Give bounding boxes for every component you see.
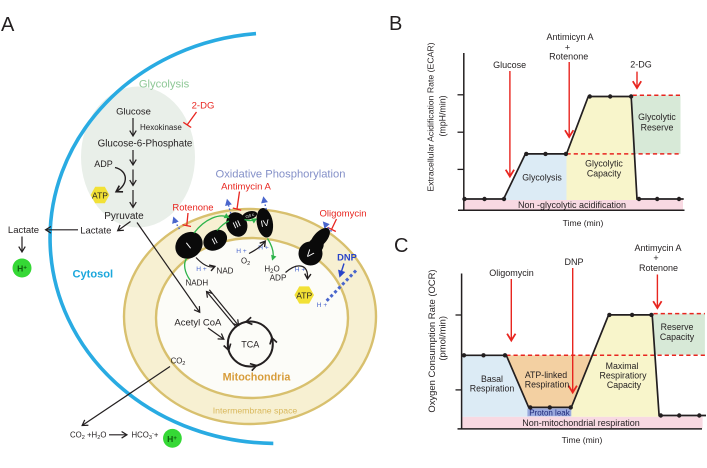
svg-text:H+: H+ bbox=[17, 264, 27, 274]
svg-text:Oxidative Phosphorylation: Oxidative Phosphorylation bbox=[216, 169, 346, 181]
svg-text:Capacity: Capacity bbox=[607, 380, 642, 390]
svg-text:O2: O2 bbox=[241, 257, 250, 267]
svg-text:(pmol/min): (pmol/min) bbox=[438, 316, 449, 361]
svg-text:ATP: ATP bbox=[92, 191, 108, 201]
svg-text:H +: H + bbox=[236, 248, 247, 255]
svg-text:Extracellular Acidification Ra: Extracellular Acidification Rate (ECAR) bbox=[426, 42, 436, 191]
svg-text:Oligomycin: Oligomycin bbox=[320, 209, 367, 220]
svg-text:Respiratiory: Respiratiory bbox=[600, 371, 648, 381]
svg-text:H2O: H2O bbox=[264, 265, 279, 276]
svg-text:Basal: Basal bbox=[481, 374, 503, 384]
svg-text:Glycolysis: Glycolysis bbox=[522, 173, 562, 183]
svg-text:CO2 +H2O: CO2 +H2O bbox=[70, 431, 106, 441]
svg-text:Rotenone: Rotenone bbox=[639, 263, 678, 273]
svg-text:A: A bbox=[1, 14, 15, 36]
svg-text:2-DG: 2-DG bbox=[630, 60, 652, 70]
svg-text:+: + bbox=[565, 43, 570, 53]
svg-text:DNP: DNP bbox=[564, 257, 583, 267]
svg-text:Lactate: Lactate bbox=[8, 225, 39, 236]
svg-text:Pyruvate: Pyruvate bbox=[104, 211, 144, 222]
svg-text:Proton leak: Proton leak bbox=[529, 409, 570, 418]
svg-text:ADP: ADP bbox=[270, 274, 287, 283]
svg-text:II: II bbox=[210, 235, 219, 246]
svg-text:Mitochondria: Mitochondria bbox=[223, 372, 292, 384]
svg-text:ADP: ADP bbox=[94, 159, 113, 169]
svg-text:Glycolysis: Glycolysis bbox=[139, 79, 190, 91]
svg-text:NADH: NADH bbox=[185, 279, 208, 288]
svg-text:NAD: NAD bbox=[217, 267, 234, 276]
svg-text:Cytosol: Cytosol bbox=[72, 269, 113, 281]
svg-text:Time (min): Time (min) bbox=[563, 218, 604, 228]
svg-text:H +: H + bbox=[317, 302, 328, 309]
svg-text:cyt c: cyt c bbox=[245, 212, 256, 219]
svg-text:TCA: TCA bbox=[241, 339, 259, 349]
svg-text:H+: H+ bbox=[167, 434, 177, 444]
svg-text:Lactate: Lactate bbox=[80, 226, 111, 237]
svg-text:Antimycin A: Antimycin A bbox=[634, 243, 681, 253]
svg-text:ATP-linked: ATP-linked bbox=[525, 370, 567, 380]
svg-text:C: C bbox=[394, 235, 408, 257]
svg-text:Hexokinase: Hexokinase bbox=[140, 123, 182, 132]
svg-text:Glycolytic: Glycolytic bbox=[585, 159, 623, 169]
svg-text:Oxygen Consumption Rate (OCR): Oxygen Consumption Rate (OCR) bbox=[427, 269, 438, 412]
svg-text:Non -glycolytic acidification: Non -glycolytic acidification bbox=[518, 200, 626, 210]
svg-text:Glucose: Glucose bbox=[493, 60, 526, 70]
svg-text:Time (min): Time (min) bbox=[562, 435, 603, 445]
svg-text:III: III bbox=[231, 218, 242, 230]
svg-text:(mpH/min): (mpH/min) bbox=[438, 95, 448, 136]
svg-text:B: B bbox=[389, 13, 402, 35]
svg-text:I: I bbox=[185, 241, 194, 251]
svg-text:Maximal: Maximal bbox=[606, 361, 639, 371]
svg-text:H +: H + bbox=[196, 266, 207, 273]
svg-text:H +: H + bbox=[258, 245, 269, 252]
svg-text:HCO3-+: HCO3-+ bbox=[132, 431, 159, 441]
svg-text:DNP: DNP bbox=[337, 253, 357, 263]
svg-text:Rotenone: Rotenone bbox=[172, 203, 213, 214]
svg-text:ATP: ATP bbox=[296, 290, 312, 300]
svg-text:Reserve: Reserve bbox=[661, 322, 694, 332]
svg-text:Capacity: Capacity bbox=[660, 332, 695, 342]
svg-text:Antimicyn A: Antimicyn A bbox=[546, 32, 593, 42]
svg-text:Acetyl CoA: Acetyl CoA bbox=[174, 318, 222, 329]
svg-text:Intermembrane space: Intermembrane space bbox=[213, 406, 298, 416]
svg-text:CO2: CO2 bbox=[171, 357, 186, 367]
svg-text:H +: H + bbox=[295, 267, 306, 274]
svg-text:IV: IV bbox=[260, 218, 270, 229]
svg-text:+: + bbox=[653, 253, 658, 263]
svg-text:Non-mitochondrial respiration: Non-mitochondrial respiration bbox=[522, 418, 640, 428]
svg-text:Glucose: Glucose bbox=[116, 107, 151, 118]
svg-text:Capacity: Capacity bbox=[587, 169, 622, 179]
svg-text:Glycolytic: Glycolytic bbox=[638, 112, 676, 122]
svg-text:Antimycin A: Antimycin A bbox=[221, 182, 271, 193]
svg-text:Rotenone: Rotenone bbox=[549, 52, 588, 62]
svg-text:Glucose-6-Phosphate: Glucose-6-Phosphate bbox=[98, 139, 193, 150]
svg-text:2-DG: 2-DG bbox=[192, 101, 215, 112]
svg-text:Respiration: Respiration bbox=[525, 380, 570, 390]
svg-text:Respiration: Respiration bbox=[470, 384, 515, 394]
svg-text:Reserve: Reserve bbox=[641, 123, 674, 133]
svg-text:Oligomycin: Oligomycin bbox=[489, 268, 534, 278]
